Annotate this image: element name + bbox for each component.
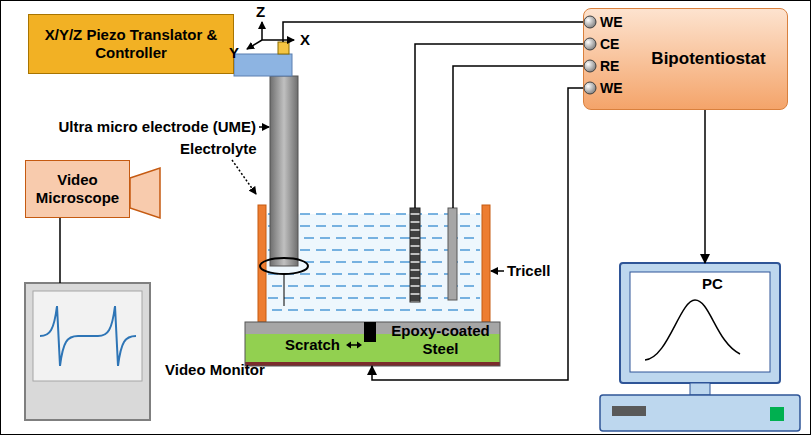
node-text: Bipotentiostat: [651, 49, 765, 69]
controller-box: X/Y/Z Piezo Translator & Controller: [28, 14, 234, 74]
node-text: Video Microscope: [32, 171, 123, 207]
axis-label: X: [300, 31, 310, 49]
connector-arrow: [59, 218, 61, 283]
steel-plate: Scratch Epoxy-coated Steel: [245, 322, 500, 366]
terminal-label: WE: [600, 13, 623, 31]
node-text: PC: [702, 275, 723, 293]
axis-label: Z: [256, 3, 265, 21]
part-label: Tricell: [507, 262, 550, 280]
connector-arrow: [372, 88, 583, 380]
pc-monitor: PC: [620, 263, 780, 383]
terminal-label: CE: [600, 35, 619, 53]
connector-arrow: [704, 110, 706, 263]
microscope-box: Video Microscope: [25, 160, 130, 218]
node-text: X/Y/Z Piezo Translator & Controller: [35, 26, 227, 62]
part-label: Ultra micro electrode (UME): [58, 118, 256, 136]
axis-label: Y: [229, 44, 239, 62]
node-text: Scratch: [285, 336, 340, 354]
node-text: Video Monitor: [165, 361, 265, 379]
terminal-label: RE: [600, 57, 619, 75]
node-text: Epoxy-coated Steel: [383, 322, 498, 358]
monitor-box: Video Monitor: [25, 283, 150, 420]
terminal-label: WE: [600, 79, 623, 97]
part-label: Electrolyte: [180, 140, 257, 158]
